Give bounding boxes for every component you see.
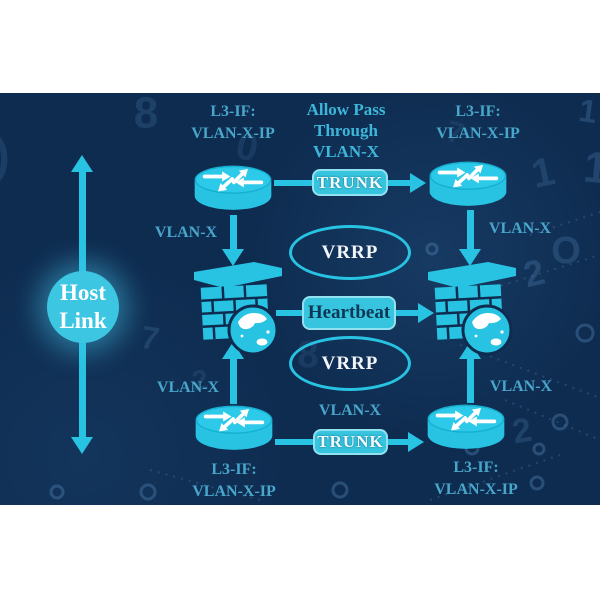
l3-line2: VLAN-X-IP [434, 481, 518, 498]
vlan-top-left-arrowhead-icon [222, 249, 244, 266]
l3-line1: L3-IF: [455, 103, 501, 120]
heartbeat-line-right [396, 310, 418, 316]
router-bottom-left-icon [195, 405, 273, 450]
trunk-top-arrowhead-icon [410, 173, 426, 193]
allow-pass-note: Allow Pass Through VLAN-X [307, 99, 386, 162]
svg-text:1: 1 [581, 142, 600, 193]
trunk-bottom-line-left [275, 439, 313, 445]
host-link-label-2: Link [59, 308, 107, 333]
l3-line1: L3-IF: [211, 461, 257, 478]
svg-text:2: 2 [509, 411, 534, 452]
svg-text:8: 8 [134, 93, 158, 138]
svg-text:2: 2 [190, 364, 210, 397]
l3-label-top-right: L3-IF: VLAN-X-IP [436, 101, 520, 145]
vlan-label-bottom-trunk: VLAN-X [318, 402, 382, 419]
svg-text:O: O [551, 230, 581, 272]
router-top-left-icon [194, 165, 272, 210]
vrrp-bottom-label: VRRP [321, 352, 379, 374]
heartbeat-line-left [276, 310, 302, 316]
trunk-top-line-left [274, 180, 312, 186]
vrrp-top-ellipse: VRRP [289, 225, 411, 280]
l3-label-bottom-left: L3-IF: VLAN-X-IP [192, 459, 276, 503]
vlan-bottom-left-line [230, 358, 237, 404]
heartbeat-arrowhead-icon [418, 303, 434, 323]
allow-line2: Through [314, 121, 378, 140]
l3-line1: L3-IF: [210, 103, 256, 120]
heartbeat-label: Heartbeat [307, 302, 391, 323]
router-top-right-icon [429, 161, 507, 206]
vlan-label-top-left: VLAN-X [154, 224, 218, 241]
vlan-top-left-line [230, 215, 237, 249]
l3-label-top-left: L3-IF: VLAN-X-IP [191, 101, 275, 145]
trunk-bottom-label: TRUNK [317, 432, 384, 451]
host-arrow-down-icon [71, 437, 93, 454]
trunk-top-label: TRUNK [316, 172, 384, 192]
svg-text:1: 1 [528, 149, 559, 197]
l3-line1: L3-IF: [453, 459, 499, 476]
l3-line2: VLAN-X-IP [191, 125, 275, 142]
vlan-bottom-right-line [467, 358, 474, 403]
host-link-label-1: Host [60, 280, 106, 305]
svg-text:1: 1 [577, 93, 600, 130]
allow-line1: Allow Pass [306, 100, 386, 119]
vlan-label-bottom-left: VLAN-X [156, 379, 220, 396]
router-bottom-right-icon [427, 404, 505, 449]
vlan-top-right-arrowhead-icon [459, 249, 481, 266]
vrrp-bottom-ellipse: VRRP [289, 336, 411, 391]
svg-text:7: 7 [138, 319, 162, 358]
host-arrow-up-icon [71, 155, 93, 172]
firewall-left-icon [194, 262, 282, 356]
vlan-label-bottom-right: VLAN-X [489, 378, 553, 395]
l3-label-bottom-right: L3-IF: VLAN-X-IP [434, 457, 518, 501]
trunk-top-line-right [388, 180, 410, 186]
trunk-bottom-arrowhead-icon [408, 432, 424, 452]
firewall-right-icon [428, 262, 516, 356]
vrrp-top-label: VRRP [321, 241, 379, 263]
trunk-bottom-badge: TRUNK [313, 429, 388, 455]
svg-text:): ) [0, 129, 10, 181]
l3-line2: VLAN-X-IP [192, 483, 276, 500]
vlan-label-top-right: VLAN-X [488, 220, 552, 237]
heartbeat-badge: Heartbeat [302, 296, 396, 330]
vlan-top-right-line [467, 210, 474, 249]
trunk-top-badge: TRUNK [312, 169, 388, 196]
trunk-bottom-line-right [388, 439, 408, 445]
l3-line2: VLAN-X-IP [436, 125, 520, 142]
host-link-node: Host Link [47, 271, 119, 343]
allow-line3: VLAN-X [312, 142, 380, 161]
